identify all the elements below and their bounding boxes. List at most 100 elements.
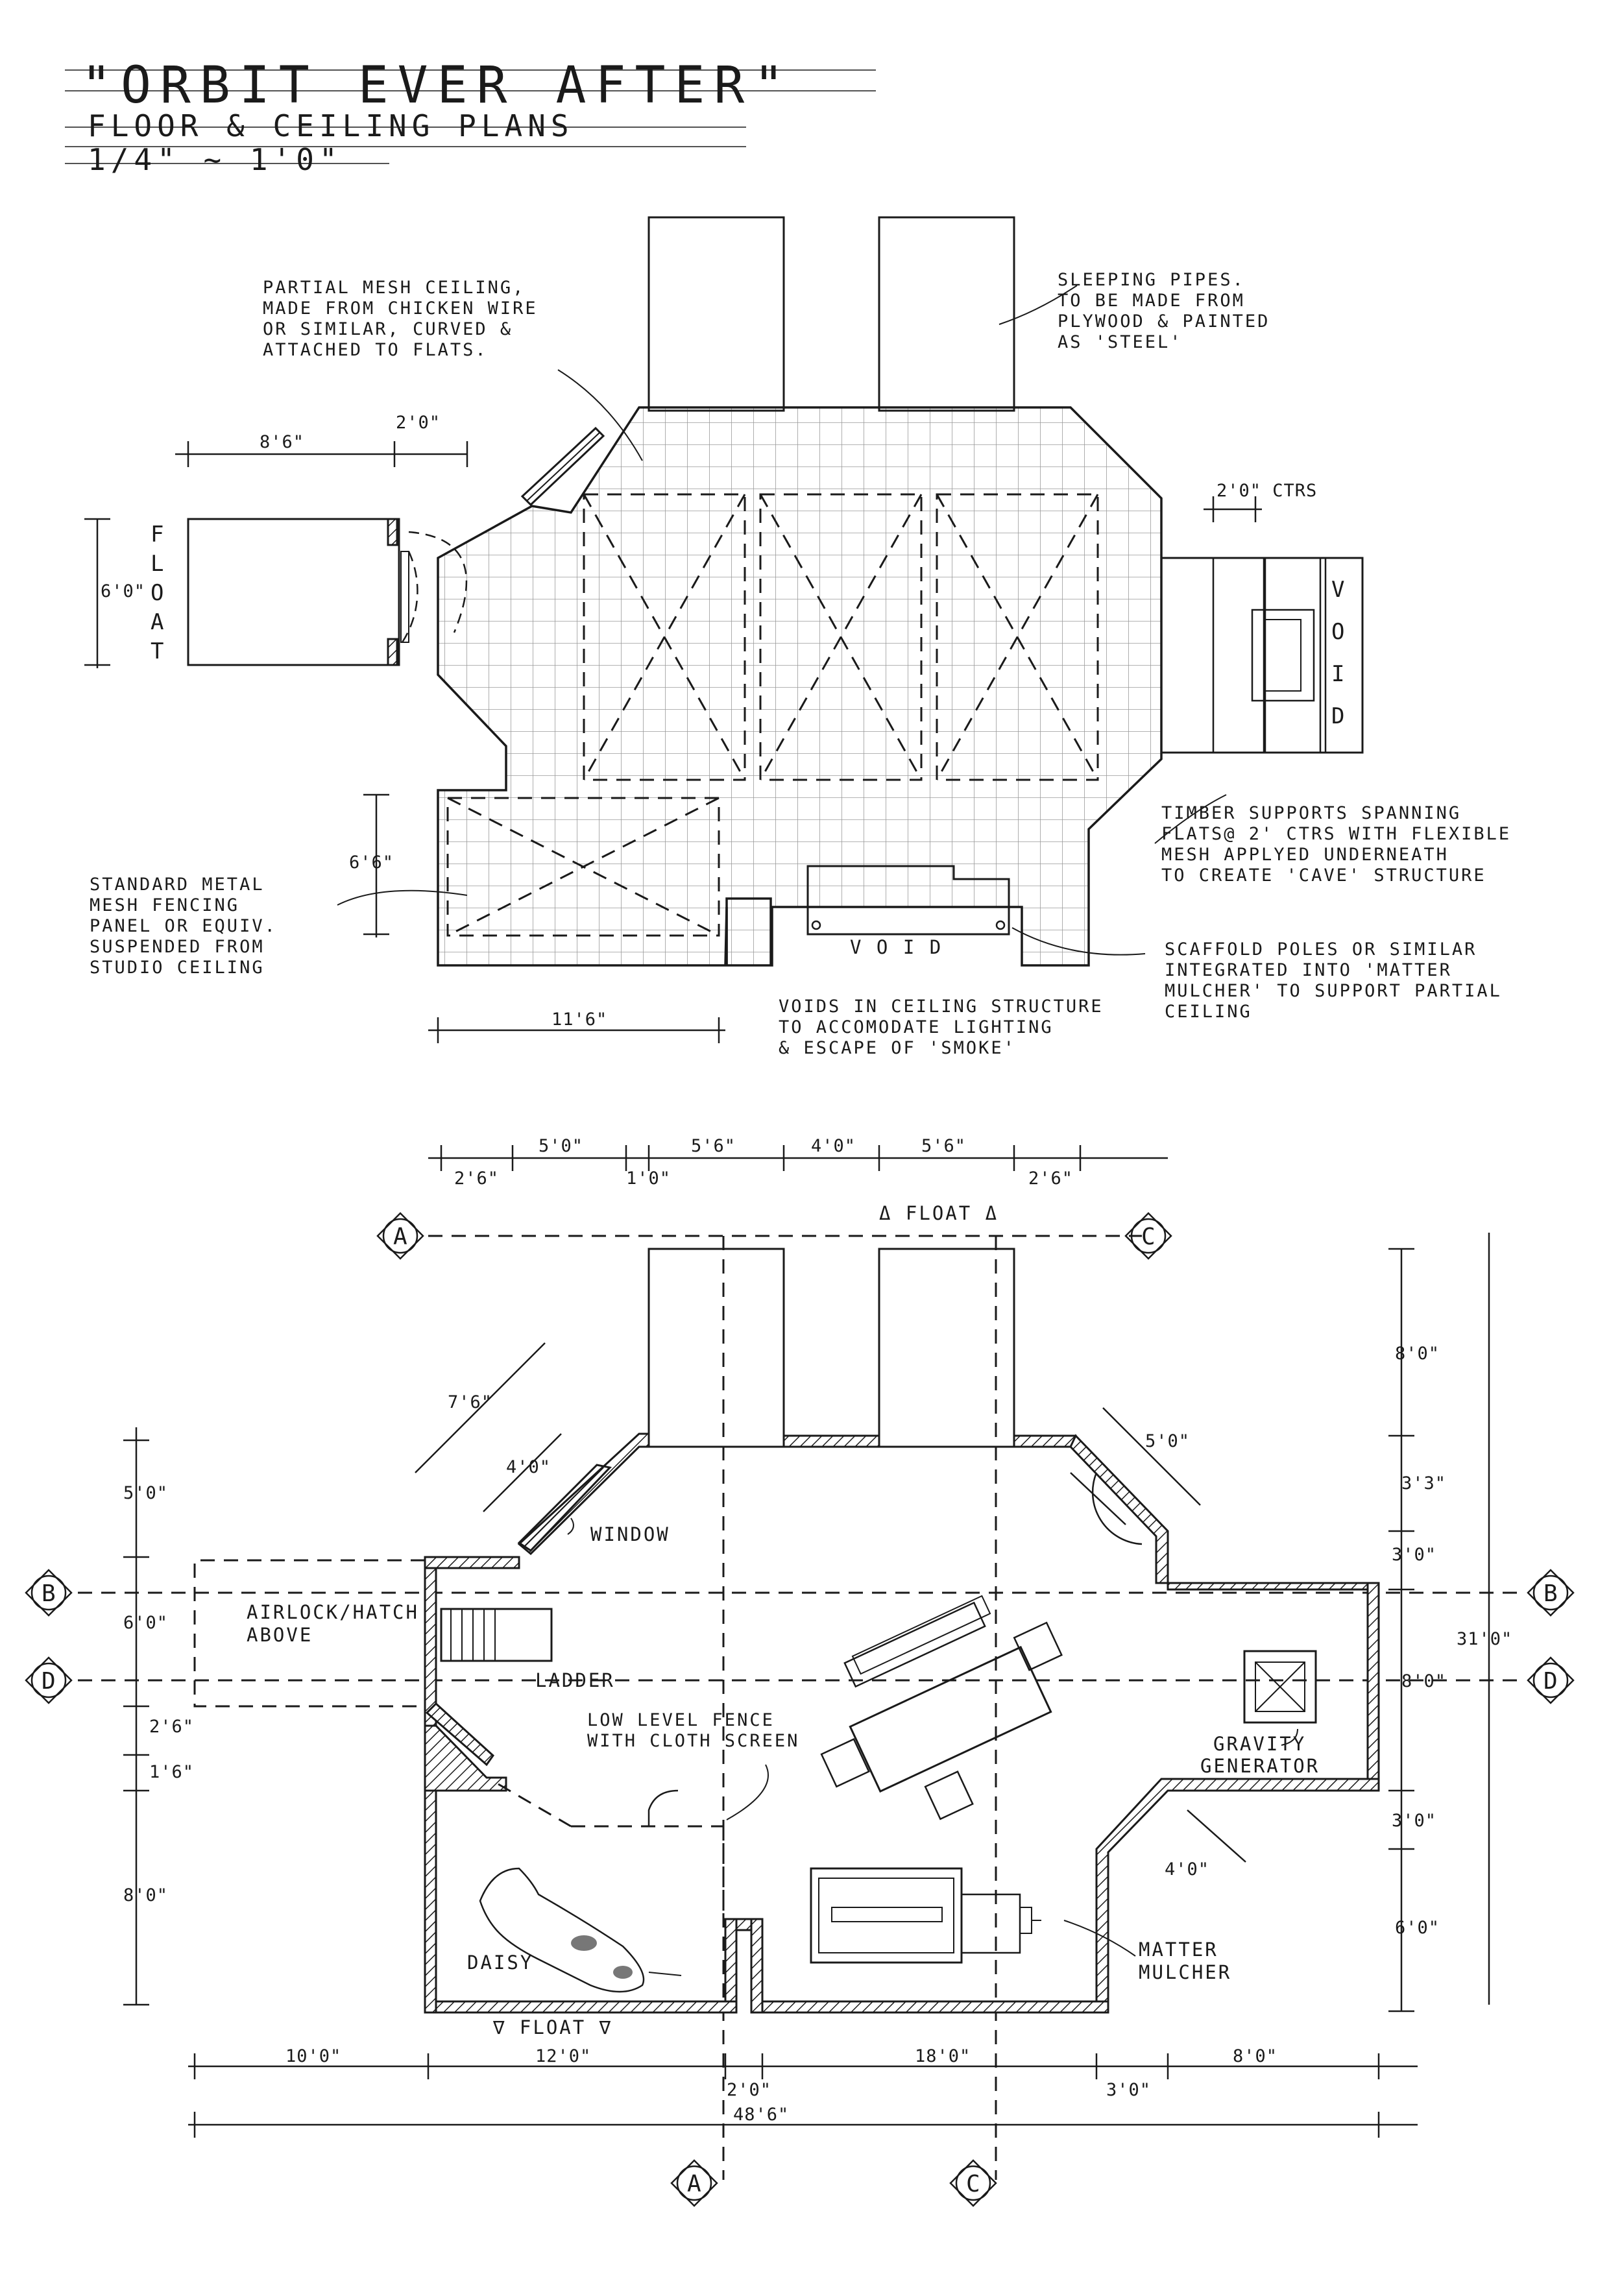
svg-text:8'0": 8'0" [1395,1344,1440,1364]
svg-text:3'0": 3'0" [1392,1545,1436,1565]
note-mesh-ceiling: PARTIAL MESH CEILING, MADE FROM CHICKEN … [263,278,536,360]
float-vertical-text: F L O A T [151,522,163,664]
ladder-label: LADDER [535,1669,615,1691]
svg-text:TIMBER SUPPORTS SPANNING: TIMBER SUPPORTS SPANNING [1161,803,1461,823]
window-label: WINDOW [590,1523,670,1545]
svg-text:GRAVITY: GRAVITY [1213,1733,1306,1755]
svg-text:O: O [1331,619,1344,645]
dim-2-0: 2'0" [396,413,441,433]
note-scaffold: SCAFFOLD POLES OR SIMILAR INTEGRATED INT… [1165,939,1502,1022]
svg-text:B: B [1543,1580,1558,1607]
svg-text:FLATS@ 2' CTRS WITH FLEXIBLE: FLATS@ 2' CTRS WITH FLEXIBLE [1161,824,1511,844]
svg-text:A: A [393,1224,407,1250]
note-timber-supports: TIMBER SUPPORTS SPANNING FLATS@ 2' CTRS … [1161,803,1511,886]
svg-text:MULCHER: MULCHER [1139,1961,1231,1983]
left-dimensions: 5'0" 6'0" 2'6" 1'6" 8'0" [123,1483,194,1905]
scaffold-outline [806,865,1010,936]
svg-text:3'0": 3'0" [1392,1811,1436,1831]
section-marker-d-left[interactable]: D [25,1656,73,1704]
section-marker-a-top[interactable]: A [376,1212,424,1260]
svg-text:2'6": 2'6" [149,1717,194,1737]
sleeping-pipe-right [878,216,1015,412]
svg-text:5'0": 5'0" [539,1136,583,1156]
svg-text:4'0": 4'0" [506,1457,551,1477]
svg-text:PLYWOOD & PAINTED: PLYWOOD & PAINTED [1058,311,1270,332]
svg-text:48'6": 48'6" [733,2105,789,2125]
svg-text:2'0": 2'0" [727,2080,771,2100]
svg-text:F: F [151,522,163,548]
svg-text:L: L [151,551,163,577]
section-marker-d-right[interactable]: D [1527,1656,1575,1704]
svg-text:C: C [966,2171,980,2197]
plan-scale: 1/4" ~ 1'0" [88,142,343,177]
svg-text:D: D [42,1668,56,1695]
svg-text:& ESCAPE OF 'SMOKE': & ESCAPE OF 'SMOKE' [779,1038,1016,1058]
void-right: V O I D [1160,557,1364,754]
svg-text:STUDIO CEILING: STUDIO CEILING [90,958,265,978]
svg-text:O: O [151,580,163,606]
note-sleeping-pipes: SLEEPING PIPES. TO BE MADE FROM PLYWOOD … [1058,270,1270,352]
section-marker-a-bottom[interactable]: A [670,2159,718,2207]
svg-text:T: T [151,638,163,664]
svg-text:MULCHER' TO SUPPORT PARTIAL: MULCHER' TO SUPPORT PARTIAL [1165,981,1502,1001]
ladder [440,1608,553,1662]
section-marker-b-right[interactable]: B [1527,1569,1575,1617]
svg-text:1'0": 1'0" [626,1168,671,1189]
floor-pipe-left [648,1248,785,1448]
svg-text:C: C [1141,1224,1156,1250]
svg-text:5'0": 5'0" [1145,1431,1190,1451]
note-metal-mesh: STANDARD METAL MESH FENCING PANEL OR EQU… [90,875,277,978]
plan-title: "ORBIT EVER AFTER" [81,56,793,115]
svg-text:TO ACCOMODATE LIGHTING: TO ACCOMODATE LIGHTING [779,1017,1054,1037]
svg-text:2'6": 2'6" [454,1168,499,1189]
svg-text:SLEEPING PIPES.: SLEEPING PIPES. [1058,270,1245,290]
svg-text:A: A [151,609,163,635]
dim-2-0-ctrs: 2'0" CTRS [1216,481,1317,501]
title-block: "ORBIT EVER AFTER" FLOOR & CEILING PLANS… [65,56,876,177]
svg-text:31'0": 31'0" [1457,1629,1512,1649]
section-marker-c-top[interactable]: C [1124,1212,1172,1260]
svg-text:AIRLOCK/HATCH: AIRLOCK/HATCH [247,1601,419,1623]
dim-6-0: 6'0" [101,581,145,601]
fence [498,1764,769,1919]
void-bottom-label: V O I D [850,936,943,958]
note-voids: VOIDS IN CEILING STRUCTURE TO ACCOMODATE… [779,997,1102,1058]
svg-text:MESH APPLYED UNDERNEATH: MESH APPLYED UNDERNEATH [1161,845,1449,865]
svg-text:10'0": 10'0" [285,2046,341,2066]
airlock [193,1559,425,1708]
svg-text:7'6": 7'6" [448,1392,492,1412]
floor-pipe-right [878,1248,1015,1448]
svg-text:SUSPENDED FROM: SUSPENDED FROM [90,937,265,957]
svg-text:D: D [1543,1668,1558,1695]
floor-dimension-lines [123,1145,1490,2138]
matter-mulcher [810,1867,1136,1964]
svg-text:8'0": 8'0" [123,1885,168,1905]
section-lines [78,1235,1518,2180]
svg-text:V: V [1331,577,1344,603]
svg-text:AS 'STEEL': AS 'STEEL' [1058,332,1183,352]
svg-text:8'0": 8'0" [1233,2046,1277,2066]
diagonal-dimensions: 7'6" 4'0" 5'0" 4'0" [448,1392,1209,1879]
airlock-label: AIRLOCK/HATCH ABOVE [247,1601,419,1646]
svg-text:ABOVE: ABOVE [247,1624,313,1646]
svg-text:18'0": 18'0" [915,2046,971,2066]
svg-text:3'0": 3'0" [1106,2080,1151,2100]
svg-text:I: I [1331,661,1344,687]
matter-label: MATTER MULCHER [1139,1939,1231,1983]
dim-8-6: 8'6" [260,432,304,452]
table-set [820,1595,1063,1820]
svg-text:MESH FENCING: MESH FENCING [90,895,239,915]
svg-text:WITH CLOTH SCREEN: WITH CLOTH SCREEN [587,1731,799,1751]
svg-text:INTEGRATED INTO 'MATTER: INTEGRATED INTO 'MATTER [1165,960,1452,980]
dim-11-6: 11'6" [551,1009,607,1030]
window [517,1464,612,1552]
svg-text:PANEL OR EQUIV.: PANEL OR EQUIV. [90,916,277,936]
svg-text:6'0": 6'0" [1395,1918,1440,1938]
gravity-label: GRAVITY GENERATOR [1200,1733,1318,1777]
section-marker-c-bottom[interactable]: C [949,2159,997,2207]
bottom-dimensions: 10'0" 12'0" 2'0" 18'0" 3'0" 8'0" 48'6" [285,2046,1277,2125]
section-marker-b-left[interactable]: B [25,1569,73,1617]
fence-label: LOW LEVEL FENCE WITH CLOTH SCREEN [587,1710,799,1751]
daisy-label: DAISY [467,1952,533,1974]
